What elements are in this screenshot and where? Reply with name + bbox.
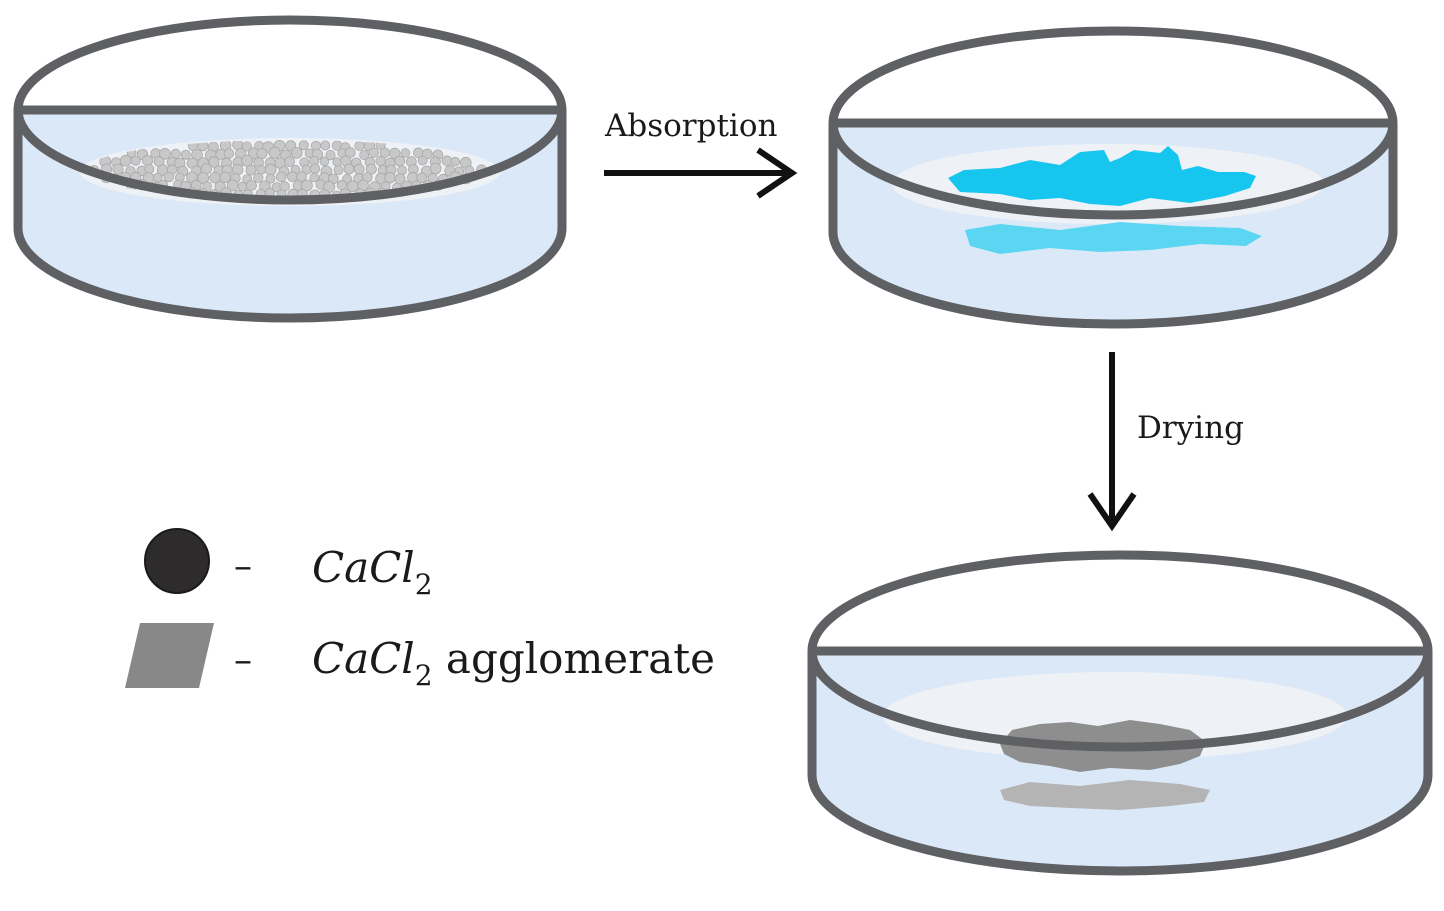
particle (202, 181, 213, 191)
particle (142, 155, 154, 167)
particle (287, 171, 298, 183)
drying-arrow-head (1087, 492, 1137, 532)
legend-agglomerate-icon (125, 623, 214, 688)
particle (416, 172, 428, 184)
particle (353, 163, 365, 175)
particle (343, 163, 355, 175)
particle (130, 155, 141, 166)
particle (325, 150, 336, 161)
particle (253, 172, 264, 183)
particle (159, 148, 171, 160)
particle (450, 156, 461, 167)
particle (290, 147, 303, 159)
agglomerate-reflection (1000, 780, 1210, 810)
drying-step: Drying (1087, 352, 1244, 532)
legend-item-1-label: CaCl2 (312, 543, 433, 601)
particle (375, 155, 386, 167)
particle (333, 165, 344, 176)
particle (359, 149, 370, 160)
particle (241, 141, 252, 152)
legend: – CaCl2 – CaCl2 agglomerate (125, 528, 715, 692)
legend-item-2-label: CaCl2 agglomerate (312, 634, 715, 692)
particle (265, 173, 276, 184)
absorption-step: Absorption (604, 108, 798, 199)
dish-dried-agglomerate (807, 550, 1433, 876)
particle (237, 181, 248, 192)
particle (152, 172, 163, 183)
drying-label: Drying (1137, 410, 1244, 446)
particle (320, 140, 331, 151)
dish-2-front-wall (830, 122, 1396, 218)
particle (180, 149, 191, 160)
particle (332, 157, 343, 167)
particle (417, 155, 428, 166)
particle (163, 171, 175, 183)
particle (384, 171, 396, 184)
particle (394, 155, 406, 167)
particle (245, 164, 257, 176)
particle (368, 147, 379, 158)
dish-absorbed-solution (828, 26, 1398, 329)
legend-item-1-dash: – (234, 546, 252, 587)
particle (429, 162, 442, 175)
particle (298, 140, 309, 151)
solution-blob (948, 146, 1256, 206)
particle (119, 154, 132, 167)
particle (208, 156, 220, 168)
particle (309, 172, 320, 183)
particle (112, 163, 124, 175)
particle (223, 148, 235, 159)
particle (310, 140, 321, 151)
particle (309, 163, 321, 174)
particle (284, 156, 295, 168)
dish-1-front-wall (15, 109, 565, 203)
legend-particle-icon (144, 528, 210, 594)
particle (296, 171, 307, 182)
solution-reflection (965, 222, 1262, 254)
particle (400, 148, 411, 158)
particle (256, 148, 268, 160)
absorption-arrow-head (756, 147, 798, 199)
legend-item-2-dash: – (234, 640, 252, 681)
particle (300, 179, 313, 192)
particle (264, 163, 277, 176)
particle (319, 156, 330, 167)
particle (441, 155, 453, 167)
absorption-label: Absorption (604, 108, 778, 144)
particle (354, 140, 365, 151)
dish-3-front-wall (809, 650, 1431, 750)
particle (245, 180, 257, 191)
particle (268, 146, 281, 159)
particle (389, 147, 401, 160)
particle (275, 171, 287, 183)
dish-dry-particles (13, 15, 567, 323)
particle (241, 154, 254, 167)
